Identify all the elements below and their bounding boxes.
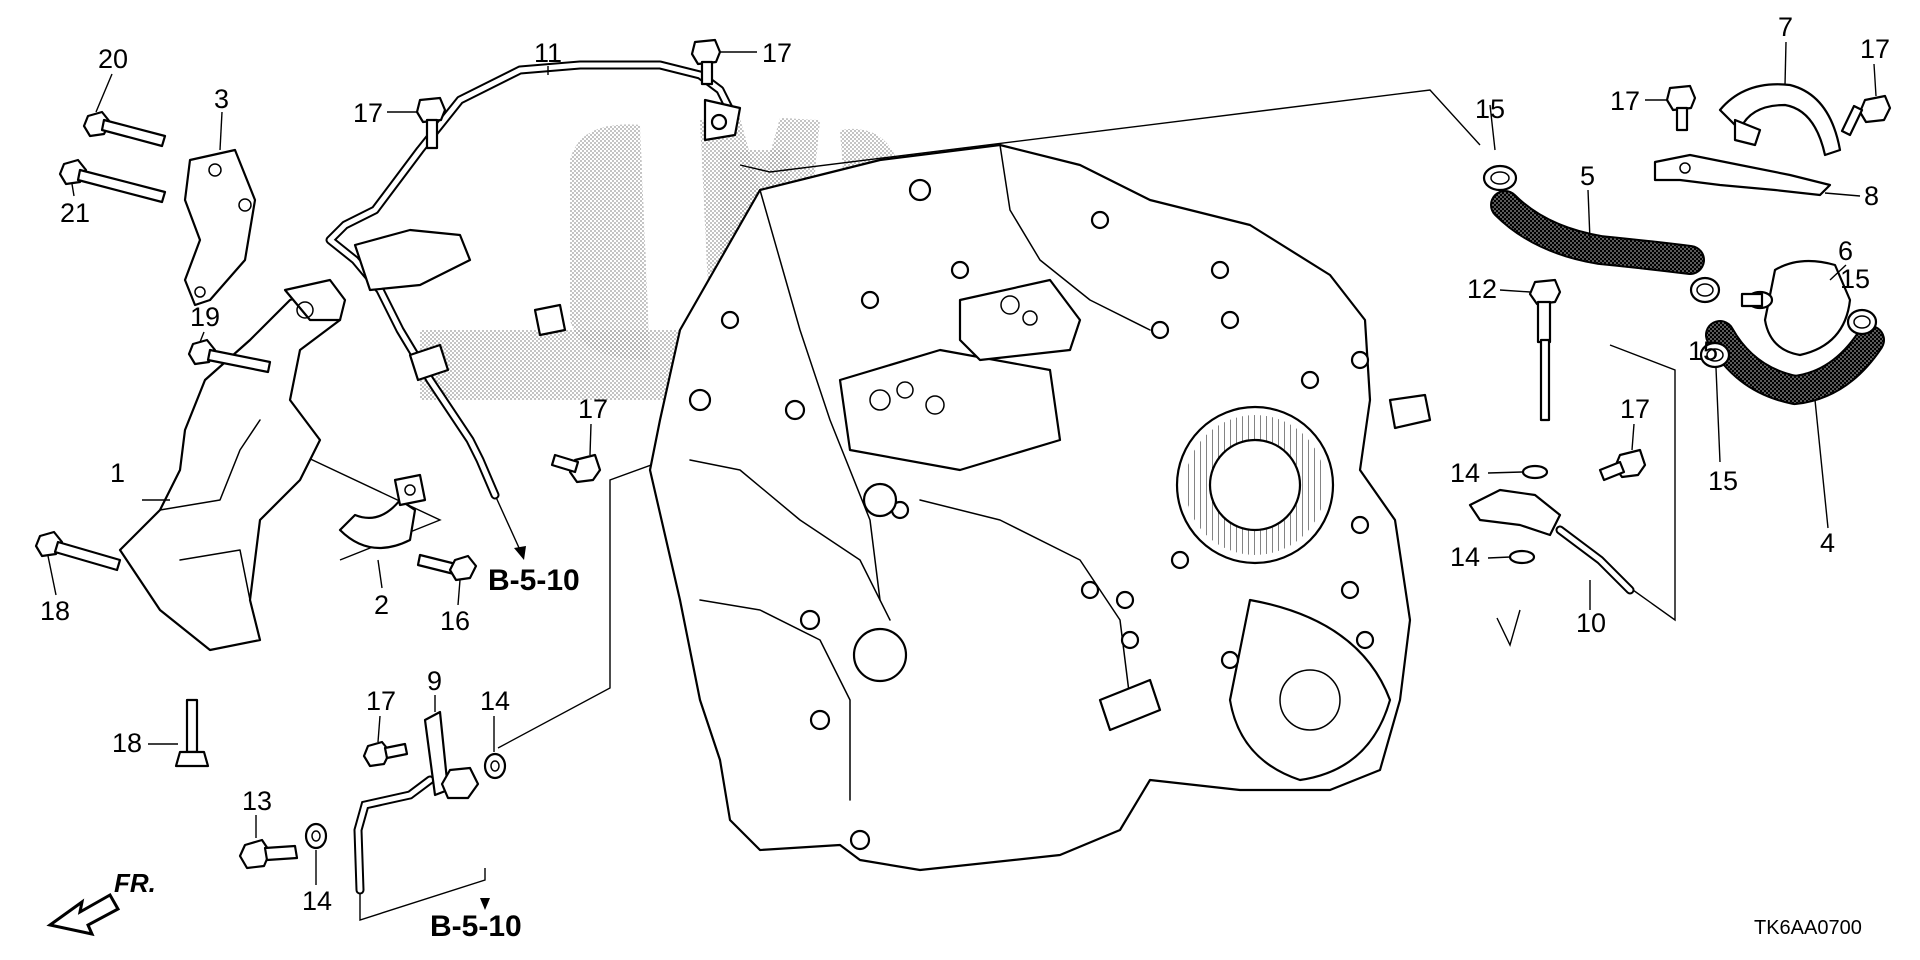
bolt-17-far-right (1840, 94, 1892, 137)
callout-8: 8 (1864, 181, 1879, 211)
part-12-dipstick (1528, 278, 1562, 422)
part-3-bracket (183, 148, 257, 307)
part-7-clip (1718, 83, 1842, 157)
callout-numbers: 1 2 3 4 5 6 7 8 9 10 11 12 13 14 14 14 1… (40, 12, 1890, 916)
callout-14-middle: 14 (480, 686, 510, 716)
callout-19: 19 (190, 302, 220, 332)
callout-15-mid: 15 (1688, 336, 1718, 366)
callout-21: 21 (60, 198, 90, 228)
hose-5 (1490, 190, 1705, 275)
callout-17-mid: 17 (578, 394, 608, 424)
part-8-bracket (1653, 153, 1832, 197)
callout-1: 1 (110, 458, 125, 488)
bolt-20 (82, 110, 167, 148)
callout-18-left: 18 (40, 596, 70, 626)
part-11-pipe (325, 60, 742, 500)
diagram-code: TK6AA0700 (1754, 917, 1862, 939)
callout-4: 4 (1820, 528, 1835, 558)
fr-label: FR. (114, 868, 156, 898)
part-9-pipe (353, 710, 480, 895)
callout-17-top: 17 (762, 38, 792, 68)
callout-16: 16 (440, 606, 470, 636)
callout-14-right-lower: 14 (1450, 542, 1480, 572)
bolt-17-right-lower (1598, 448, 1647, 482)
ref-b-5-10-upper[interactable]: B-5-10 (488, 564, 580, 597)
callout-10: 10 (1576, 608, 1606, 638)
callout-12: 12 (1467, 274, 1497, 304)
callout-15-right: 15 (1840, 264, 1870, 294)
callout-15-top: 15 (1475, 94, 1505, 124)
washers-14 (304, 464, 1549, 850)
case-bolts (720, 178, 1375, 851)
callout-2: 2 (374, 590, 389, 620)
bolt-16 (416, 553, 478, 582)
callout-7: 7 (1778, 12, 1793, 42)
callout-15-lower: 15 (1708, 466, 1738, 496)
hose-4 (1705, 320, 1885, 406)
callout-17-lower: 17 (366, 686, 396, 716)
bolt-21 (58, 158, 167, 204)
callout-14-right-upper: 14 (1450, 458, 1480, 488)
callout-17-right-lower: 17 (1620, 394, 1650, 424)
part-2-clamp (338, 473, 427, 550)
clamps-15 (1482, 164, 1878, 369)
bolt-17-lower (362, 740, 409, 768)
callout-5: 5 (1580, 161, 1595, 191)
part-1-cover (118, 278, 347, 652)
ref-b-5-10-lower[interactable]: B-5-10 (430, 910, 522, 943)
front-direction-marker: FR. (46, 868, 156, 937)
bolt-18-lower (174, 698, 210, 768)
callout-3: 3 (214, 84, 229, 114)
callout-18-lower: 18 (112, 728, 142, 758)
callout-20: 20 (98, 44, 128, 74)
bolt-19 (187, 338, 272, 374)
transmission-assembly (648, 143, 1432, 872)
callout-17-right-top: 17 (1610, 86, 1640, 116)
bolt-17-top (690, 38, 722, 86)
callout-11: 11 (534, 38, 562, 68)
part-10-pipe (1468, 488, 1635, 595)
bolt-17-right-top (1665, 84, 1697, 132)
part-6-filter (1740, 259, 1852, 357)
callout-17-far-right: 17 (1860, 34, 1890, 64)
bolt-13 (238, 838, 299, 870)
bolt-17-mid (550, 453, 602, 484)
callout-13: 13 (242, 786, 272, 816)
callout-17-upper-left: 17 (353, 98, 383, 128)
callout-9: 9 (427, 666, 442, 696)
callout-14-lower: 14 (302, 886, 332, 916)
bolt-18-left (34, 530, 122, 572)
callout-6: 6 (1838, 236, 1853, 266)
